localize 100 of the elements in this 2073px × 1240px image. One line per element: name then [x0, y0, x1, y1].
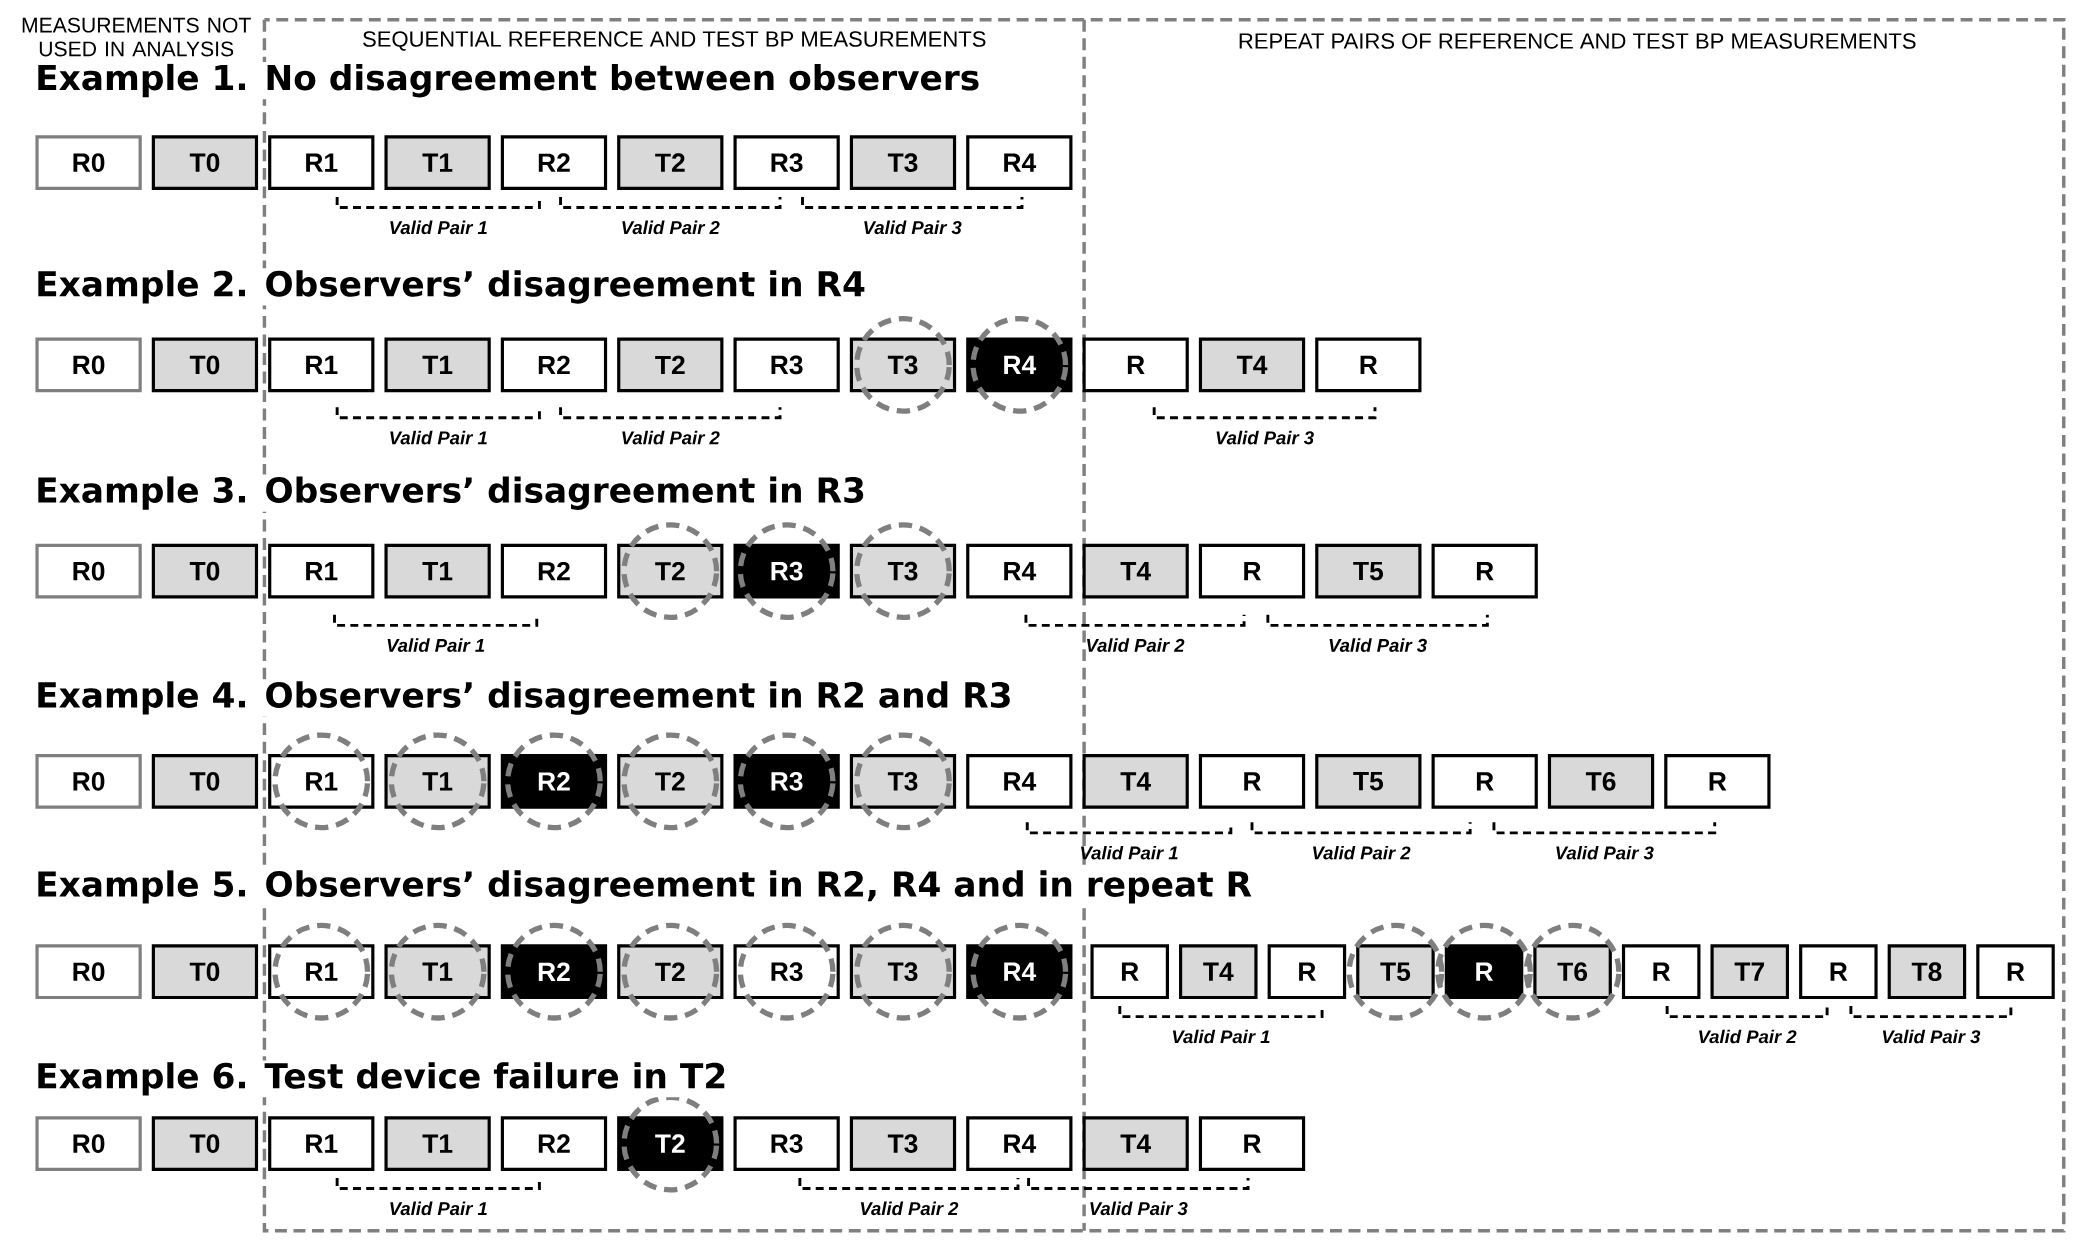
measurement-box: T0 [151, 337, 259, 393]
measurement-box: R [1198, 1116, 1306, 1171]
measurement-box: T3 [849, 337, 957, 393]
example-title: Example 5. Observers’ disagreement in R2, R4 and in repeat R [33, 868, 1254, 906]
measurement-box: R4 [966, 1116, 1073, 1171]
measurement-box: T1 [384, 1116, 491, 1171]
measurement-box: R0 [35, 753, 142, 809]
pair-label: Valid Pair 2 [622, 220, 720, 235]
measurement-box: T1 [384, 753, 491, 809]
measurement-box: R0 [35, 337, 142, 393]
pair-label: Valid Pair 1 [387, 638, 485, 652]
measurement-box: R1 [268, 543, 375, 599]
measurement-box: R4 [966, 543, 1073, 599]
pair-label: Valid Pair 3 [1090, 1201, 1188, 1216]
measurement-box: R [1664, 753, 1771, 809]
measurement-box: T1 [384, 135, 491, 190]
measurement-box: T4 [1082, 1116, 1189, 1171]
measurement-box: R1 [268, 753, 375, 809]
pair-label: Valid Pair 2 [622, 430, 720, 445]
measurement-box: R2 [500, 753, 608, 809]
pair-label: Valid Pair 1 [390, 220, 487, 235]
pair-label: Valid Pair 3 [1329, 638, 1427, 652]
measurement-box: R [1431, 753, 1538, 809]
measurement-box: T3 [849, 135, 957, 190]
pair-label: Valid Pair 1 [390, 430, 487, 445]
measurement-box: T2 [617, 543, 724, 599]
measurement-box: R1 [268, 1116, 375, 1171]
measurement-box: T0 [151, 1116, 259, 1171]
measurement-box: T0 [151, 944, 259, 1000]
measurement-box: T3 [849, 753, 957, 809]
measurement-box: R3 [733, 753, 840, 809]
example-title: Example 3. Observers’ disagreement in R3 [33, 474, 868, 512]
measurement-box: T2 [617, 753, 724, 809]
measurement-box: R [1090, 944, 1169, 1000]
measurement-box: R0 [35, 135, 142, 190]
measurement-box: T0 [151, 753, 259, 809]
measurement-box: R0 [35, 944, 142, 1000]
pair-label: Valid Pair 3 [1556, 845, 1654, 860]
measurement-box: R4 [966, 753, 1073, 809]
measurement-box: T1 [384, 337, 491, 393]
measurement-box: R0 [35, 1116, 142, 1171]
measurement-box: R [1444, 944, 1524, 1000]
measurement-box: R3 [733, 135, 840, 190]
measurement-box: T2 [617, 1116, 724, 1171]
measurement-box: T1 [384, 543, 491, 599]
measurement-box: T0 [151, 135, 259, 190]
example-title: Example 4. Observers’ disagreement in R2 and R3 [33, 679, 1015, 717]
measurement-box: R [1621, 944, 1701, 1000]
measurement-box: T5 [1356, 944, 1435, 1000]
measurement-box: R4 [966, 944, 1073, 1000]
measurement-box: R1 [268, 337, 375, 393]
measurement-box: R1 [268, 944, 375, 1000]
example-title: Example 6. Test device failure in T2 [33, 1060, 730, 1098]
measurement-box: T3 [849, 1116, 957, 1171]
measurement-box: R [1799, 944, 1878, 1000]
measurement-box: T5 [1315, 753, 1422, 809]
measurement-box: R1 [268, 135, 375, 190]
measurement-box: T2 [617, 944, 724, 1000]
measurement-box: R [1082, 337, 1189, 393]
measurement-box: T7 [1710, 944, 1789, 1000]
column-heading: SEQUENTIAL REFERENCE AND TEST BP MEASUREMENTS [363, 31, 986, 51]
measurement-box: R2 [500, 337, 608, 393]
measurement-box: T0 [151, 543, 259, 599]
example-title: Example 1. No disagreement between observers [33, 62, 983, 100]
measurement-box: R3 [733, 337, 840, 393]
column-note: MEASUREMENTS NOT USED IN ANALYSIS [22, 17, 251, 57]
column-heading: REPEAT PAIRS OF REFERENCE AND TEST BP MEASUREMENTS [1239, 33, 1916, 49]
measurement-box: R4 [966, 337, 1073, 393]
measurement-box: T2 [617, 337, 724, 393]
measurement-box: T6 [1533, 944, 1612, 1000]
pair-label: Valid Pair 1 [1172, 1029, 1270, 1044]
measurement-box: R0 [35, 543, 142, 599]
pair-label: Valid Pair 2 [1699, 1029, 1797, 1044]
measurement-box: R2 [500, 1116, 608, 1171]
measurement-box: R [1431, 543, 1538, 599]
pair-label: Valid Pair 1 [1081, 845, 1178, 860]
measurement-box: R3 [733, 1116, 840, 1171]
measurement-box: R [1198, 543, 1306, 599]
measurement-box: R [1976, 944, 2055, 1000]
pair-label: Valid Pair 2 [1087, 638, 1185, 652]
measurement-box: T4 [1082, 753, 1189, 809]
pair-label: Valid Pair 2 [860, 1201, 959, 1216]
measurement-box: R [1198, 753, 1306, 809]
measurement-box: T5 [1315, 543, 1422, 599]
pair-label: Valid Pair 3 [864, 220, 962, 235]
pair-label: Valid Pair 1 [390, 1201, 487, 1216]
measurement-box: R2 [500, 135, 608, 190]
pair-label: Valid Pair 3 [1216, 430, 1314, 445]
measurement-box: R3 [733, 944, 840, 1000]
measurement-box: R [1267, 944, 1347, 1000]
measurement-box: T1 [384, 944, 491, 1000]
pair-label: Valid Pair 2 [1313, 845, 1411, 860]
measurement-box: T8 [1887, 944, 1967, 1000]
measurement-box: R2 [500, 543, 608, 599]
measurement-box: T4 [1179, 944, 1258, 1000]
measurement-box: R3 [733, 543, 840, 599]
measurement-box: R4 [966, 135, 1073, 190]
measurement-box: T3 [849, 944, 957, 1000]
measurement-box: R [1315, 337, 1422, 393]
measurement-box: T3 [849, 543, 957, 599]
